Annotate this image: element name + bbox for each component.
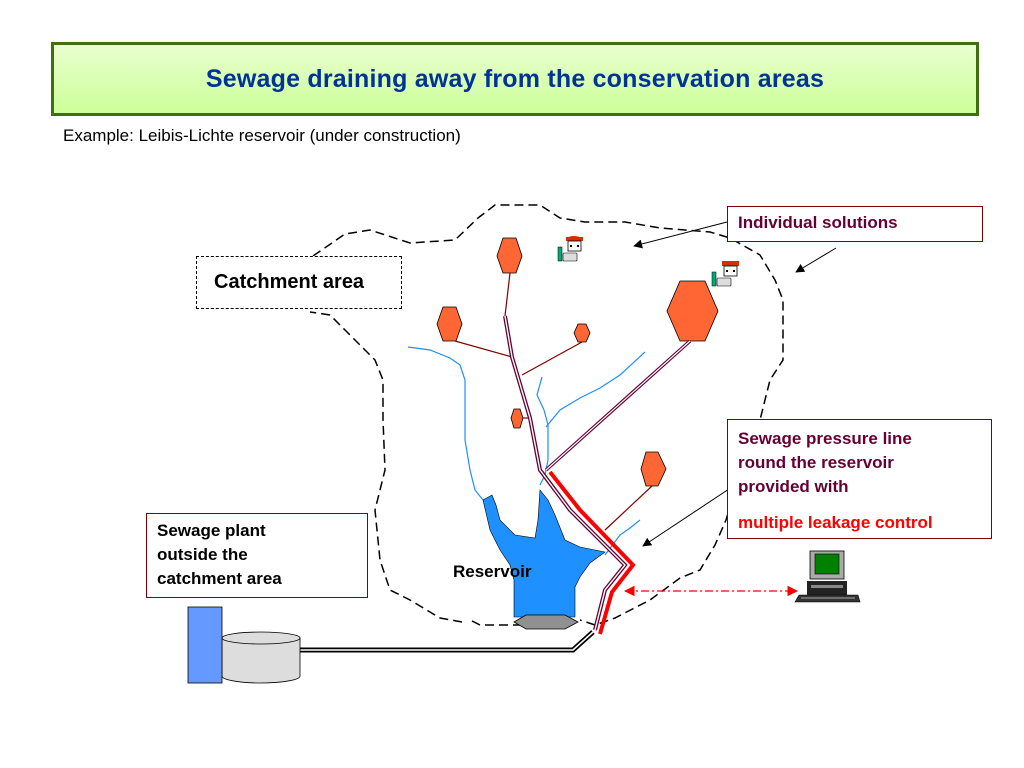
callout-individual-solutions: Individual solutions xyxy=(727,206,983,242)
callout-pressure-line: Sewage pressure line round the reservoir… xyxy=(727,419,992,539)
page-title: Sewage draining away from the conservati… xyxy=(205,64,825,93)
settlement-hexagon-icon xyxy=(510,408,524,429)
settlement-hexagon-icon xyxy=(496,237,523,274)
pressure-line-text-2: round the reservoir xyxy=(738,453,894,472)
callout-catchment-area: Catchment area xyxy=(196,256,402,309)
sewage-plant-text-2: outside the xyxy=(157,545,248,564)
arrow-individual-2 xyxy=(795,247,837,273)
feeder-lines xyxy=(454,272,653,531)
arrow-pressure xyxy=(642,484,736,547)
settlement-hexagon-icon xyxy=(640,451,667,487)
computer-terminal-icon[interactable] xyxy=(794,550,861,603)
individual-solutions-label: Individual solutions xyxy=(738,213,898,232)
arrow-individual-1 xyxy=(633,221,728,249)
callout-arrows xyxy=(633,221,837,547)
title-banner: Sewage draining away from the conservati… xyxy=(51,42,979,116)
callout-sewage-plant: Sewage plant outside the catchment area xyxy=(146,513,368,598)
reservoir-water xyxy=(482,489,606,618)
reservoir-label: Reservoir xyxy=(453,562,532,581)
stream xyxy=(407,346,484,501)
catchment-area-label: Catchment area xyxy=(214,271,365,293)
sewage-plant-text-3: catchment area xyxy=(157,569,282,588)
pressure-line-text-3: provided with xyxy=(738,477,849,496)
stream xyxy=(545,351,646,428)
pressure-line xyxy=(548,470,636,635)
subtitle: Example: Leibis-Lichte reservoir (under … xyxy=(63,126,461,145)
streams xyxy=(407,346,646,556)
sewage-plant-icon xyxy=(187,606,301,684)
house-with-tank-icon xyxy=(711,261,739,287)
settlement-hexagon-icon xyxy=(573,323,591,343)
dam-icon xyxy=(513,614,579,630)
settlement-hexagon-icon xyxy=(666,280,719,342)
settlements xyxy=(436,237,719,487)
pressure-line-text-1: Sewage pressure line xyxy=(738,429,912,448)
catchment-boundary xyxy=(309,204,784,626)
settlement-hexagon-icon xyxy=(436,306,463,342)
leakage-control-label: multiple leakage control xyxy=(738,513,933,532)
sewer-mains xyxy=(503,315,692,631)
outflow-pipe xyxy=(300,630,595,653)
sewage-plant-text-1: Sewage plant xyxy=(157,521,266,540)
house-with-tank-icon xyxy=(557,236,583,262)
